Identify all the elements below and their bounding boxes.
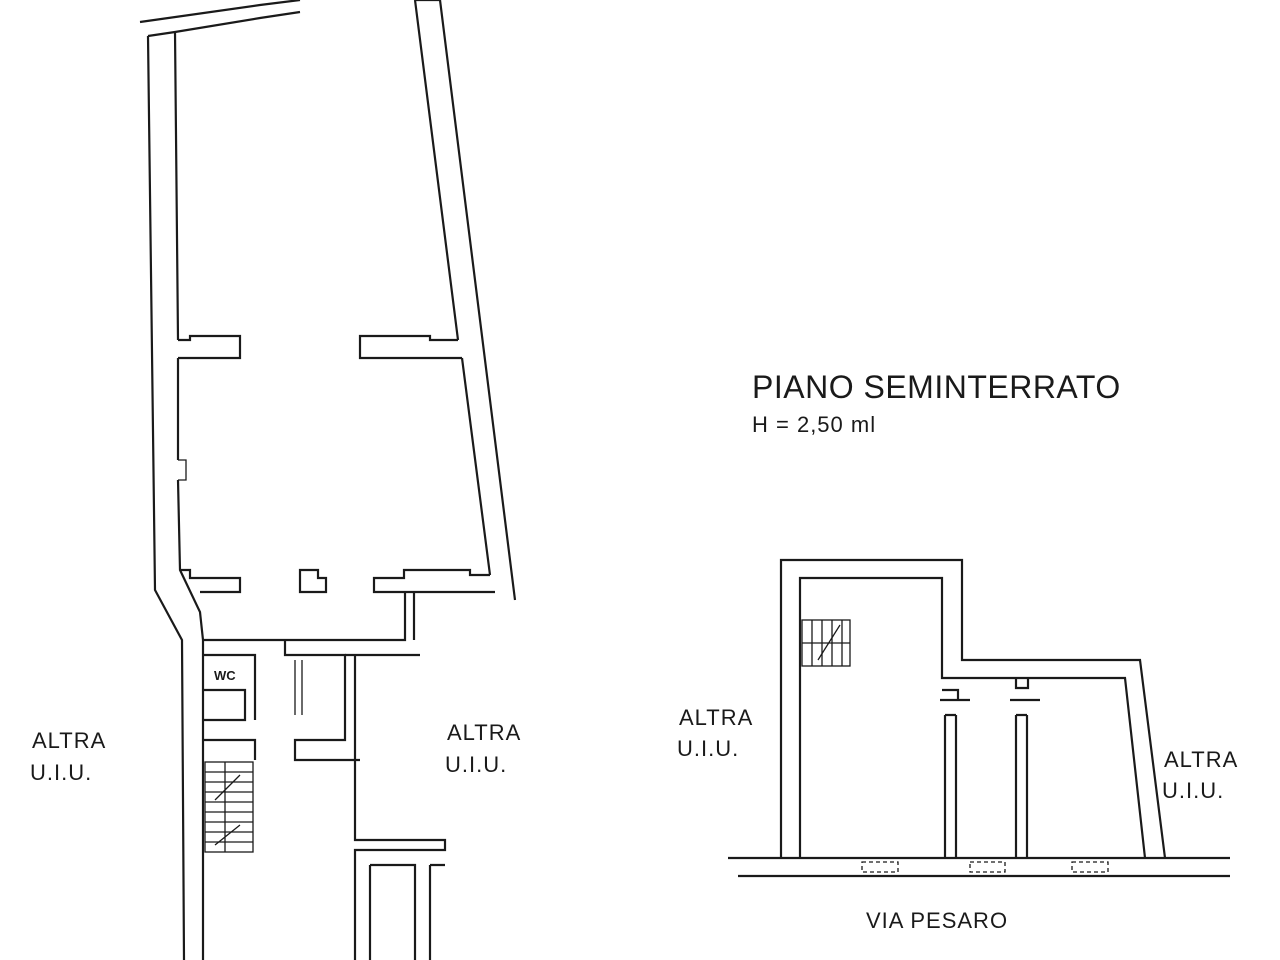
window-1 (861, 861, 899, 873)
central-room-walls (283, 640, 360, 762)
street-name: VIA PESARO (866, 908, 1008, 933)
partition-2 (1010, 678, 1040, 858)
label-left-altra: ALTRA (32, 728, 106, 753)
plan-title: PIANO SEMINTERRATO (752, 369, 1121, 405)
inner-wall-left (176, 358, 205, 960)
outer-wall-top (139, 0, 301, 38)
cross-wall-upper-right (358, 334, 462, 360)
label-right-altra: ALTRA (679, 705, 753, 730)
window-2 (969, 861, 1006, 873)
wc-walls (203, 653, 257, 760)
column-center (298, 568, 328, 594)
stair-ground (204, 761, 254, 853)
plan-height: H = 2,50 ml (752, 412, 876, 437)
label-center-altra: ALTRA (447, 720, 521, 745)
partition-1 (940, 688, 970, 858)
cross-wall-upper-left (178, 334, 242, 360)
wc-label: WC (214, 668, 236, 683)
window-3 (1071, 861, 1109, 873)
basement-outer-wall (779, 558, 1167, 859)
label-far-right-uiu: U.I.U. (1162, 778, 1224, 803)
label-far-right-altra: ALTRA (1164, 747, 1238, 772)
pilaster-mid (178, 459, 187, 481)
cross-wall-lower-left (180, 568, 242, 594)
ground-floor-plan: WC (139, 0, 517, 960)
right-corridor-wall (345, 653, 447, 960)
basement-plan (728, 558, 1230, 878)
door-jamb (294, 660, 303, 715)
outer-wall-right-inner (413, 0, 492, 576)
stair-basement (801, 619, 851, 667)
corridor-wall-top (203, 592, 416, 642)
label-right-uiu: U.I.U. (677, 736, 739, 761)
street-line (728, 856, 1230, 878)
basement-inner-wall (798, 576, 1147, 859)
lower-right-corridor (368, 863, 445, 960)
label-left-uiu: U.I.U. (30, 760, 92, 785)
outer-wall-left (146, 31, 186, 960)
label-center-uiu: U.I.U. (445, 752, 507, 777)
outer-wall-right-outer (415, 0, 517, 601)
cross-wall-lower-right (372, 568, 495, 594)
